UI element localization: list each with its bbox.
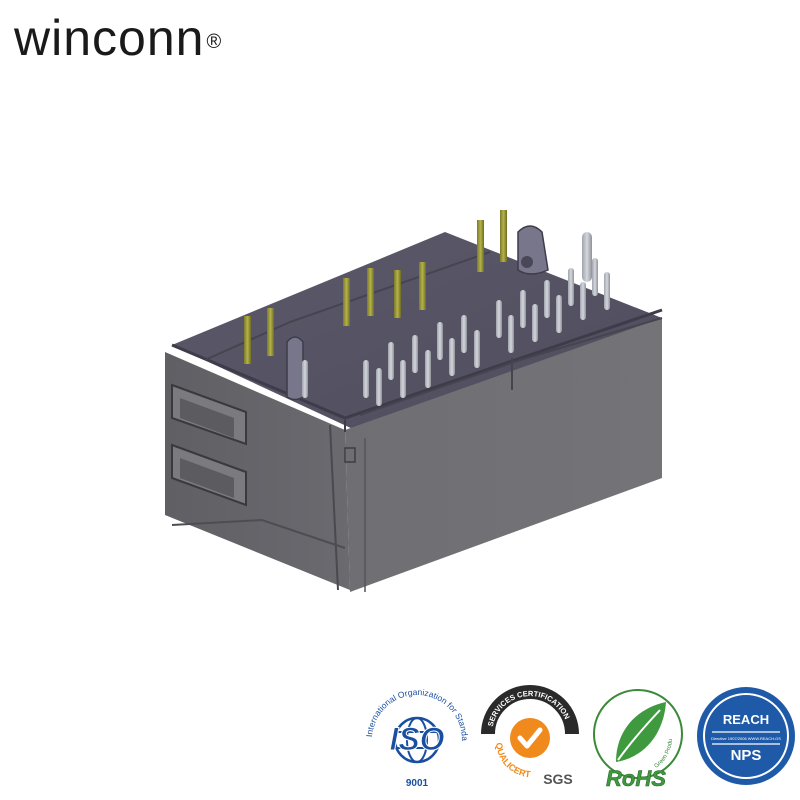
reach-small-text: Directive 1907/2006 WWW.REACH.GS bbox=[711, 736, 781, 741]
iso-label: ISO bbox=[389, 721, 444, 757]
brand-logo: winconn® bbox=[14, 8, 222, 68]
iso-number: 9001 bbox=[406, 778, 429, 789]
sgs-qualicert-badge: SERVICES CERTIFICATION QUALICERT SGS bbox=[478, 682, 582, 794]
rohs-label: RoHS bbox=[606, 766, 666, 791]
front-ports bbox=[171, 383, 356, 549]
gold-pins bbox=[244, 210, 507, 364]
mounting-posts bbox=[286, 225, 549, 401]
connector-side-face bbox=[345, 318, 662, 592]
reach-sub: NPS bbox=[731, 747, 762, 764]
rohs-badge: Green Product RoHS bbox=[585, 678, 690, 794]
registered-mark: ® bbox=[206, 31, 223, 53]
silver-pins bbox=[302, 232, 610, 406]
iso-9001-badge: International Organization for Standardi… bbox=[356, 674, 476, 794]
brand-name: winconn bbox=[14, 10, 205, 66]
reach-label: REACH bbox=[723, 712, 769, 727]
reach-badge: REACH Directive 1907/2006 WWW.REACH.GS N… bbox=[694, 684, 798, 788]
sgs-label: SGS bbox=[543, 771, 573, 787]
